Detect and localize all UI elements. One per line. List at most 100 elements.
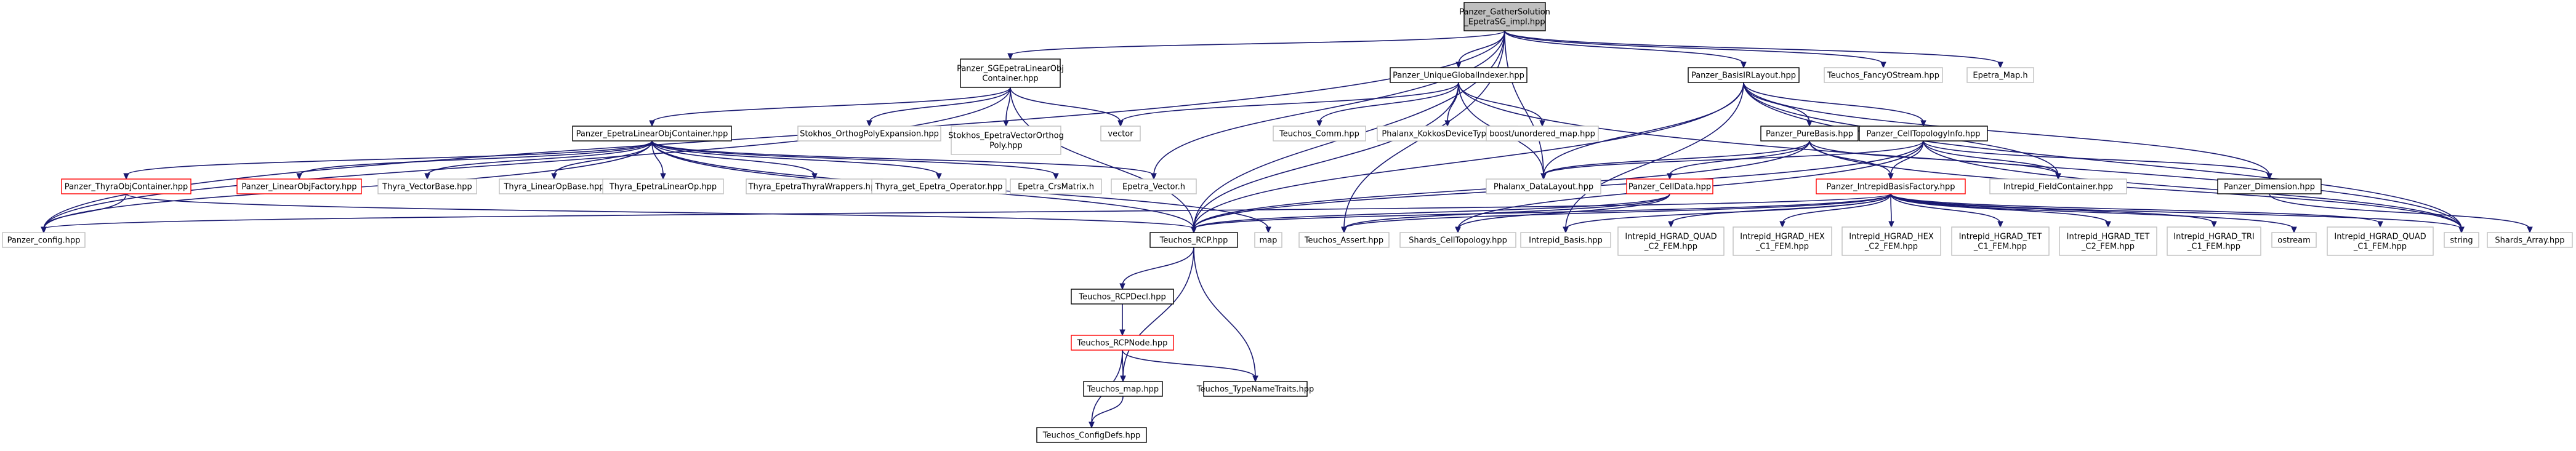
- node-box-ht1: [1951, 226, 2050, 256]
- edge-elcont-to-thelo: [651, 140, 664, 176]
- node-label: Panzer_ThyraObjContainer.hpp: [65, 183, 188, 192]
- edge-ibfac-to-ht1: [1890, 193, 2001, 224]
- node-box-thgeo: [871, 178, 1007, 194]
- node-rcp[interactable]: Teuchos_RCP.hpp: [1149, 232, 1238, 248]
- edge-ibfac-to-hq2: [1670, 193, 1891, 224]
- edge-root-to-bilayout: [1504, 30, 1744, 65]
- node-box-ifc: [1989, 178, 2127, 194]
- node-label: Panzer_config.hpp: [7, 236, 81, 245]
- node-tmap[interactable]: Teuchos_map.hpp: [1083, 381, 1163, 397]
- node-label: Thyra_LinearOpBase.hpp: [503, 183, 604, 192]
- arrowhead-elcont-to-ecrs: [1053, 173, 1059, 180]
- node-box-htri: [2167, 226, 2261, 256]
- edge-ugi-to-vector: [1120, 82, 1459, 123]
- edge-ugi-to-tcomm: [1319, 82, 1459, 123]
- node-label: Phalanx_KokkosDeviceTypes.hpp: [1382, 130, 1513, 139]
- node-fancy: Teuchos_FancyOStream.hpp: [1824, 67, 1943, 83]
- edge-root-to-phdl: [1504, 30, 1544, 176]
- node-tcfg[interactable]: Teuchos_ConfigDefs.hpp: [1036, 427, 1147, 443]
- node-thetw: Thyra_EpetraThyraWrappers.hpp: [746, 178, 883, 194]
- node-label: _C1_FEM.hpp: [1973, 242, 2027, 252]
- node-thvb: Thyra_VectorBase.hpp: [377, 178, 477, 194]
- node-purebasis[interactable]: Panzer_PureBasis.hpp: [1760, 126, 1859, 142]
- arrowhead-elcont-to-thgeo: [936, 173, 942, 180]
- node-box-hh2: [1841, 226, 1941, 256]
- node-box-thetw: [746, 178, 883, 194]
- edge-ibfac-to-hh1: [1782, 193, 1891, 224]
- node-label: Panzer_EpetraLinearObjContainer.hpp: [576, 130, 728, 139]
- node-label: Intrepid_HGRAD_HEX: [1740, 233, 1825, 242]
- node-ifc: Intrepid_FieldContainer.hpp: [1989, 178, 2127, 194]
- node-box-ibasis: [1520, 232, 1611, 248]
- node-ttnt[interactable]: Teuchos_TypeNameTraits.hpp: [1196, 381, 1314, 397]
- edge-bilayout-to-rcp: [1193, 82, 1744, 229]
- node-celldata[interactable]: Panzer_CellData.hpp: [1626, 178, 1713, 194]
- edge-elcont-to-thvb: [427, 140, 653, 176]
- node-root[interactable]: Panzer_GatherSolution_EpetraSG_impl.hpp: [1459, 2, 1550, 31]
- edge-ibfac-to-string: [1890, 193, 2462, 229]
- node-label: Intrepid_HGRAD_TRI: [2173, 233, 2254, 242]
- arrowhead-elcont-to-map: [1265, 226, 1271, 234]
- node-label: Intrepid_HGRAD_QUAD: [1625, 233, 1717, 242]
- edge-elcont-to-thyracont: [126, 140, 653, 176]
- node-label: _C1_FEM.hpp: [2353, 242, 2407, 252]
- node-label: Thyra_EpetraLinearOp.hpp: [609, 183, 717, 192]
- node-rcpdecl[interactable]: Teuchos_RCPDecl.hpp: [1071, 289, 1174, 305]
- node-linobjfac[interactable]: Panzer_LinearObjFactory.hpp: [236, 178, 362, 194]
- node-ugi[interactable]: Panzer_UniqueGlobalIndexer.hpp: [1390, 67, 1527, 83]
- node-rcpnode[interactable]: Teuchos_RCPNode.hpp: [1071, 335, 1174, 351]
- node-elcont[interactable]: Panzer_EpetraLinearObjContainer.hpp: [572, 126, 732, 142]
- arrowhead-celltopo-to-phdl: [1540, 173, 1547, 180]
- arrowhead-dimension-to-sharr: [2527, 226, 2533, 234]
- node-label: Teuchos_ConfigDefs.hpp: [1042, 431, 1141, 441]
- node-box-hh1: [1733, 226, 1832, 256]
- arrowhead-bilayout-to-celltopo: [1920, 120, 1926, 127]
- node-htri: Intrepid_HGRAD_TRI_C1_FEM.hpp: [2167, 226, 2261, 256]
- node-box-phdl: [1486, 178, 1601, 194]
- arrowhead-ibfac-to-hq1: [2377, 221, 2383, 228]
- node-label: _C2_FEM.hpp: [2081, 242, 2135, 252]
- edge-root-to-emap: [1504, 30, 2001, 65]
- edge-ibfac-to-tassert: [1343, 193, 1891, 229]
- node-dimension[interactable]: Panzer_Dimension.hpp: [2217, 178, 2322, 194]
- node-box-vector: [1100, 126, 1141, 142]
- node-celltopo[interactable]: Panzer_CellTopologyInfo.hpp: [1859, 126, 1988, 142]
- arrowhead-ibfac-to-pconfig: [41, 226, 47, 234]
- arrowhead-ibfac-to-hh1: [1779, 221, 1785, 228]
- node-evec: Epetra_Vector.h: [1111, 178, 1197, 194]
- arrowhead-sgcont-to-stokopx: [866, 120, 872, 127]
- edge-sgcont-to-vector: [1010, 87, 1121, 123]
- node-label: _EpetraSG_impl.hpp: [1463, 18, 1545, 27]
- edge-celldata-to-tassert: [1343, 193, 1670, 229]
- node-phdl: Phalanx_DataLayout.hpp: [1486, 178, 1601, 194]
- node-bilayout[interactable]: Panzer_BasisIRLayout.hpp: [1688, 67, 1800, 83]
- edge-tmap-to-tcfg: [1091, 396, 1124, 425]
- node-box-celltopo: [1859, 126, 1988, 142]
- node-label: Panzer_CellTopologyInfo.hpp: [1866, 130, 1980, 139]
- node-label: Poly.hpp: [989, 142, 1023, 151]
- arrowhead-ibfac-to-ibasis: [1563, 226, 1569, 234]
- node-box-thyracont: [61, 178, 191, 194]
- arrowhead-elcont-to-thetw: [811, 173, 818, 180]
- arrowhead-ibfac-to-ostream: [2291, 226, 2297, 234]
- node-box-bilayout: [1688, 67, 1800, 83]
- edge-rcp-to-ttnt: [1193, 247, 1256, 378]
- node-ibfac[interactable]: Panzer_IntrepidBasisFactory.hpp: [1816, 178, 1966, 194]
- node-boostmap: boost/unordered_map.hpp: [1486, 126, 1599, 142]
- edge-ibfac-to-ostream: [1890, 193, 2295, 229]
- arrowhead-root-to-bilayout: [1741, 62, 1747, 69]
- node-label: Panzer_BasisIRLayout.hpp: [1691, 71, 1796, 81]
- edge-rcp-to-tmap: [1122, 247, 1194, 378]
- node-label: Panzer_SGEpetraLinearObj: [957, 65, 1064, 74]
- node-hq1: Intrepid_HGRAD_QUAD_C1_FEM.hpp: [2327, 226, 2434, 256]
- node-box-fancy: [1824, 67, 1943, 83]
- node-tassert: Teuchos_Assert.hpp: [1298, 232, 1390, 248]
- node-string: string: [2444, 232, 2479, 248]
- node-label: Teuchos_RCPNode.hpp: [1077, 339, 1168, 348]
- edge-bilayout-to-purebasis: [1743, 82, 1810, 123]
- arrowhead-root-to-emap: [1997, 62, 2003, 69]
- node-label: Shards_Array.hpp: [2495, 236, 2564, 245]
- node-label: map: [1260, 236, 1278, 245]
- node-thyracont[interactable]: Panzer_ThyraObjContainer.hpp: [61, 178, 191, 194]
